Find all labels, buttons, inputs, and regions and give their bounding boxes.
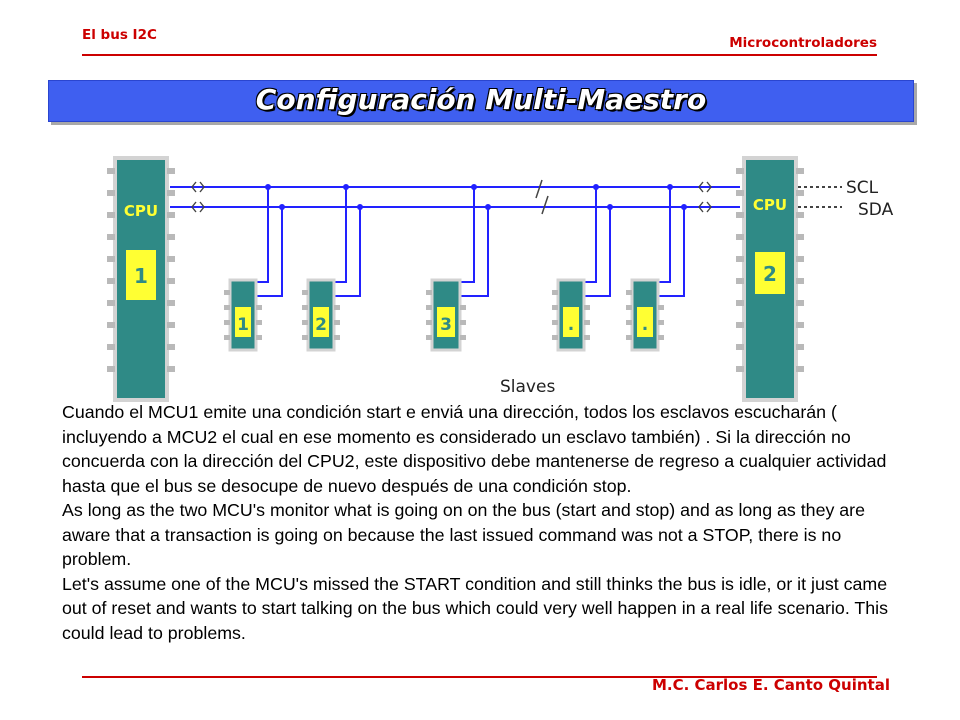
slave-chip-1: 1 xyxy=(224,278,262,352)
body-text: Cuando el MCU1 emite una condición start… xyxy=(62,400,904,645)
footer-rule xyxy=(82,676,877,678)
master-2-cpu-label: CPU xyxy=(753,196,787,214)
header-right-title: Microcontroladores xyxy=(729,35,877,51)
title-banner: Configuración Multi-Maestro xyxy=(48,80,914,122)
bus-break-marks xyxy=(535,179,549,215)
master-2-number: 2 xyxy=(763,262,777,286)
slave-1-number: 1 xyxy=(237,315,249,335)
header-left-title: El bus I2C xyxy=(82,27,157,43)
slave-chip-2: 2 xyxy=(302,278,340,352)
paragraph-1: Cuando el MCU1 emite una condición start… xyxy=(62,402,887,496)
slave-chip-3: 3 xyxy=(426,278,466,352)
header-rule xyxy=(82,54,877,56)
slave-chip-5: . xyxy=(626,278,664,352)
bus-arrows xyxy=(191,181,712,213)
master-1-number: 1 xyxy=(134,264,148,288)
slave-chip-4: . xyxy=(552,278,590,352)
paragraph-3: Let's assume one of the MCU's missed the… xyxy=(62,573,888,643)
junction-dots xyxy=(265,184,687,210)
master-1-cpu-label: CPU xyxy=(124,202,158,220)
slaves-label: Slaves xyxy=(500,377,555,397)
footer-author: M.C. Carlos E. Canto Quintal xyxy=(651,676,890,694)
slave-4-number: . xyxy=(568,315,574,335)
slide-title: Configuración Multi-Maestro xyxy=(255,83,707,116)
slave-connections xyxy=(256,187,685,297)
scl-label: SCL xyxy=(846,178,879,198)
slave-3-number: 3 xyxy=(440,315,452,335)
slave-5-number: . xyxy=(642,315,648,335)
master-chip-2: CPU 2 xyxy=(736,156,804,402)
slave-2-number: 2 xyxy=(315,315,327,335)
master-chip-1: CPU 1 xyxy=(107,156,175,402)
paragraph-2: As long as the two MCU's monitor what is… xyxy=(62,500,865,569)
sda-label: SDA xyxy=(858,200,894,220)
